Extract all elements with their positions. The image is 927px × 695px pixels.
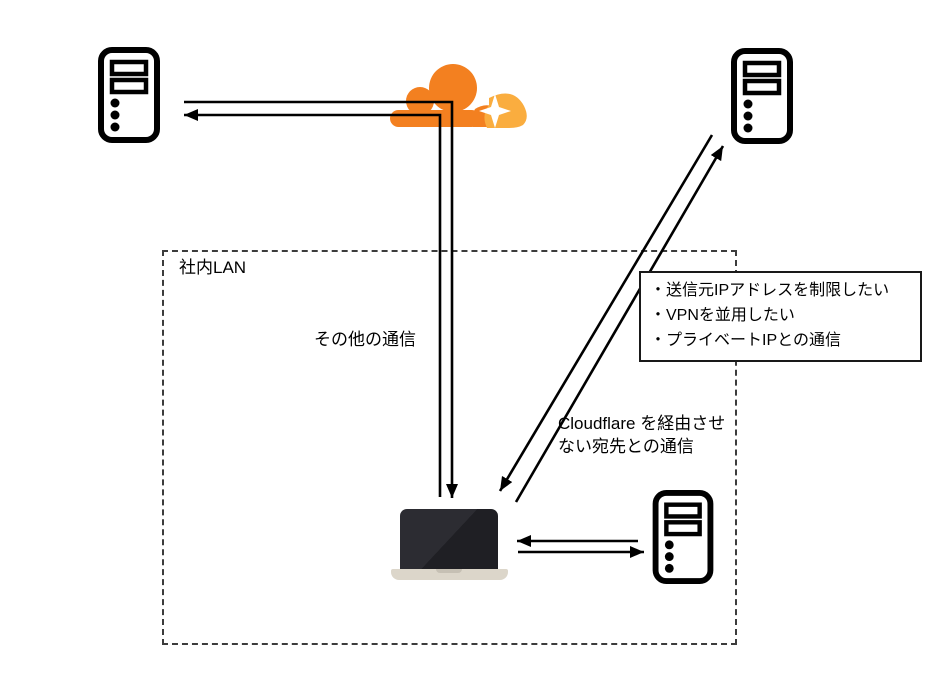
server-icon bbox=[730, 48, 794, 144]
lan-label: 社内LAN bbox=[179, 258, 247, 277]
note-item: ・VPNを並用したい bbox=[650, 307, 795, 324]
cloud-sparkle bbox=[479, 94, 511, 128]
cloud-primary-shape bbox=[390, 64, 497, 127]
laptop-base bbox=[391, 569, 508, 580]
laptop-icon bbox=[400, 509, 498, 570]
server-icon bbox=[651, 490, 715, 584]
note-item: ・プライベートIPとの通信 bbox=[650, 332, 841, 349]
laptop-notch bbox=[436, 569, 462, 573]
requirements-note-box: ・送信元IPアドレスを制限したい ・VPNを並用したい ・プライベートIPとの通… bbox=[639, 271, 922, 362]
note-item: ・送信元IPアドレスを制限したい bbox=[650, 282, 890, 299]
server-icon bbox=[97, 47, 161, 143]
other-traffic-label: その他の通信 bbox=[314, 330, 416, 349]
cloudflare-cloud-icon bbox=[383, 60, 533, 132]
bypass-traffic-label: Cloudflare を経由させ ない宛先との通信 bbox=[558, 414, 726, 456]
